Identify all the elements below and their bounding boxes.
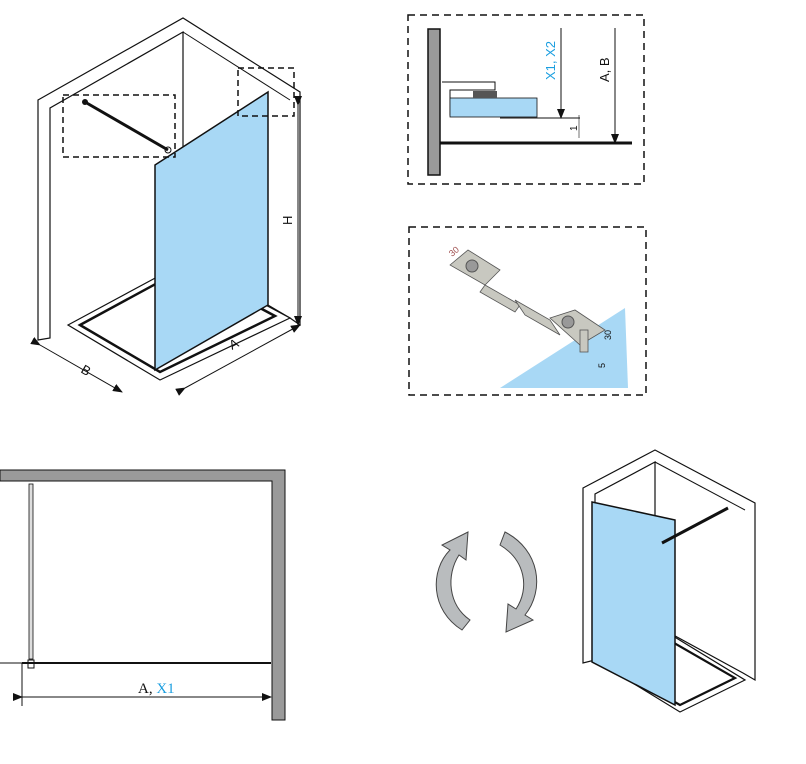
main-isometric-view: H B A [30, 17, 302, 396]
detail-profile: X1, X2 A, B 1 [407, 14, 645, 185]
glass-panel [154, 90, 269, 372]
height-label: H [280, 216, 295, 225]
bracket-offset-label: 5 [597, 363, 607, 368]
rotate-arrows-icon [435, 531, 538, 633]
support-bar-plan [28, 483, 34, 660]
mirrored-isometric-view [582, 449, 756, 713]
detail-bracket: 30 30 5 [408, 226, 647, 396]
glass-section [449, 97, 538, 118]
support-bar [84, 100, 169, 152]
plan-dim-label: A, X1 [138, 681, 175, 697]
detail-callout-bar [62, 94, 176, 158]
bracket-height-label: 30 [603, 330, 613, 340]
bracket-width-label: 30 [447, 244, 461, 258]
glass-panel-mirrored [591, 501, 676, 707]
x1-x2-label: X1, X2 [543, 41, 558, 80]
gap-label: 1 [569, 125, 580, 131]
plan-view: A, X1 [0, 469, 286, 721]
detail-callout-profile [237, 67, 295, 117]
wall-section [427, 28, 441, 176]
a-b-label: A, B [597, 57, 612, 82]
depth-label: B [79, 362, 94, 379]
